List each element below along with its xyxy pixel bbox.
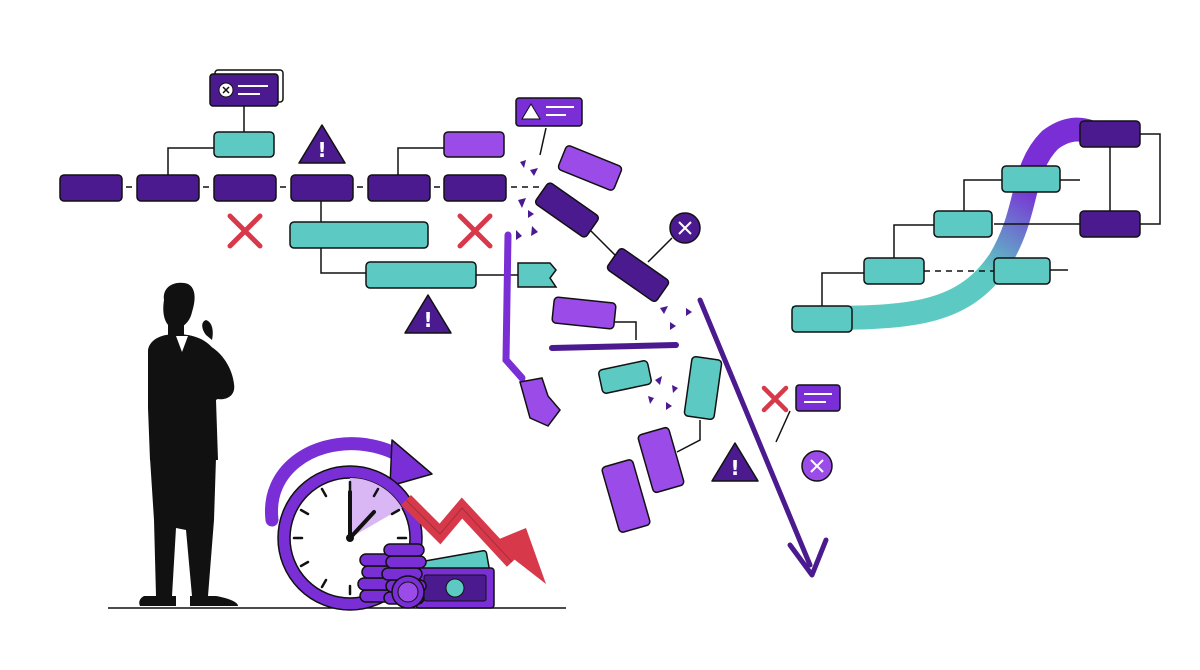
- broken-task-teal: [517, 262, 558, 288]
- task-bar: [213, 174, 277, 202]
- shard: [520, 160, 526, 168]
- error-x-icon: [222, 86, 230, 94]
- dependency-connector: [167, 147, 214, 175]
- task-bar-violet: [637, 426, 685, 494]
- task-bar: [136, 174, 200, 202]
- task-bar-violet: [601, 459, 651, 533]
- shard: [686, 308, 692, 316]
- falling-bar: [502, 231, 526, 382]
- task-bar: [1079, 120, 1141, 148]
- shard: [648, 396, 654, 404]
- svg-text:!: !: [423, 308, 432, 332]
- shard: [518, 198, 526, 208]
- gantt-timeline: ! !: [59, 69, 540, 334]
- task-bar-teal: [791, 305, 853, 333]
- task-bar-teal: [1001, 165, 1061, 193]
- shard: [672, 385, 678, 393]
- shard: [530, 168, 538, 176]
- task-bar-teal: [213, 131, 275, 158]
- task-bar: [367, 174, 431, 202]
- dependency-connector: [775, 410, 791, 443]
- dependency-connector: [320, 248, 366, 274]
- shard: [670, 322, 676, 330]
- dependency-connector: [397, 147, 444, 175]
- task-bar-teal: [933, 210, 993, 238]
- recovery-plan: [791, 117, 1161, 333]
- businessman-figure: [139, 282, 238, 606]
- broken-task-violet: [519, 377, 561, 427]
- task-bar-teal: [993, 257, 1051, 285]
- warning-icon: !: [298, 124, 346, 164]
- notification-card: [795, 384, 841, 412]
- task-bar-teal: [365, 261, 477, 289]
- shard: [516, 230, 522, 240]
- task-bar-teal: [683, 355, 723, 421]
- dependency-connector: [614, 321, 637, 340]
- dependency-connector: [676, 420, 701, 453]
- task-bar-violet: [557, 145, 623, 191]
- dependency-connector: [893, 224, 934, 258]
- warning-icon: !: [404, 294, 452, 334]
- task-bar: [1079, 210, 1141, 238]
- warning-icon: !: [711, 442, 759, 482]
- falling-bar: [549, 342, 679, 351]
- shard: [666, 402, 672, 410]
- task-bar-teal: [289, 221, 429, 249]
- dependency-connector: [539, 127, 547, 156]
- shard: [660, 306, 668, 314]
- task-bar: [290, 174, 354, 202]
- task-bar-teal: [598, 360, 652, 394]
- downward-arrow-icon: [697, 297, 829, 578]
- dependency-connector: [589, 229, 616, 256]
- error-x-icon: [761, 385, 789, 413]
- close-circle-icon: [801, 450, 833, 482]
- collapsing-tasks: !: [502, 97, 841, 578]
- progress-ribbon: [791, 117, 1095, 331]
- svg-text:!: !: [317, 138, 326, 162]
- dependency-connector: [821, 272, 864, 306]
- dependency-connector: [647, 237, 673, 263]
- task-bar-violet: [443, 131, 505, 158]
- svg-text:!: !: [730, 456, 739, 480]
- shard: [531, 226, 538, 236]
- error-x-icon: [457, 213, 493, 249]
- error-x-icon: [227, 213, 263, 249]
- warning-icon: [521, 103, 541, 120]
- shard: [528, 210, 534, 218]
- dependency-connector: [1140, 133, 1161, 225]
- banknote-icon: [415, 549, 495, 609]
- circular-arrow-icon: [389, 439, 433, 487]
- close-circle-icon: [669, 212, 701, 244]
- dependency-connector: [963, 179, 1002, 211]
- task-bar: [443, 174, 507, 202]
- task-bar: [59, 174, 123, 202]
- task-bar-violet: [551, 296, 617, 330]
- shard: [655, 376, 662, 385]
- coins-icon: [357, 543, 427, 609]
- task-bar-teal: [863, 257, 925, 285]
- downtrend-arrow-icon: [401, 495, 546, 584]
- task-bar: [534, 182, 600, 238]
- task-bar: [606, 247, 670, 303]
